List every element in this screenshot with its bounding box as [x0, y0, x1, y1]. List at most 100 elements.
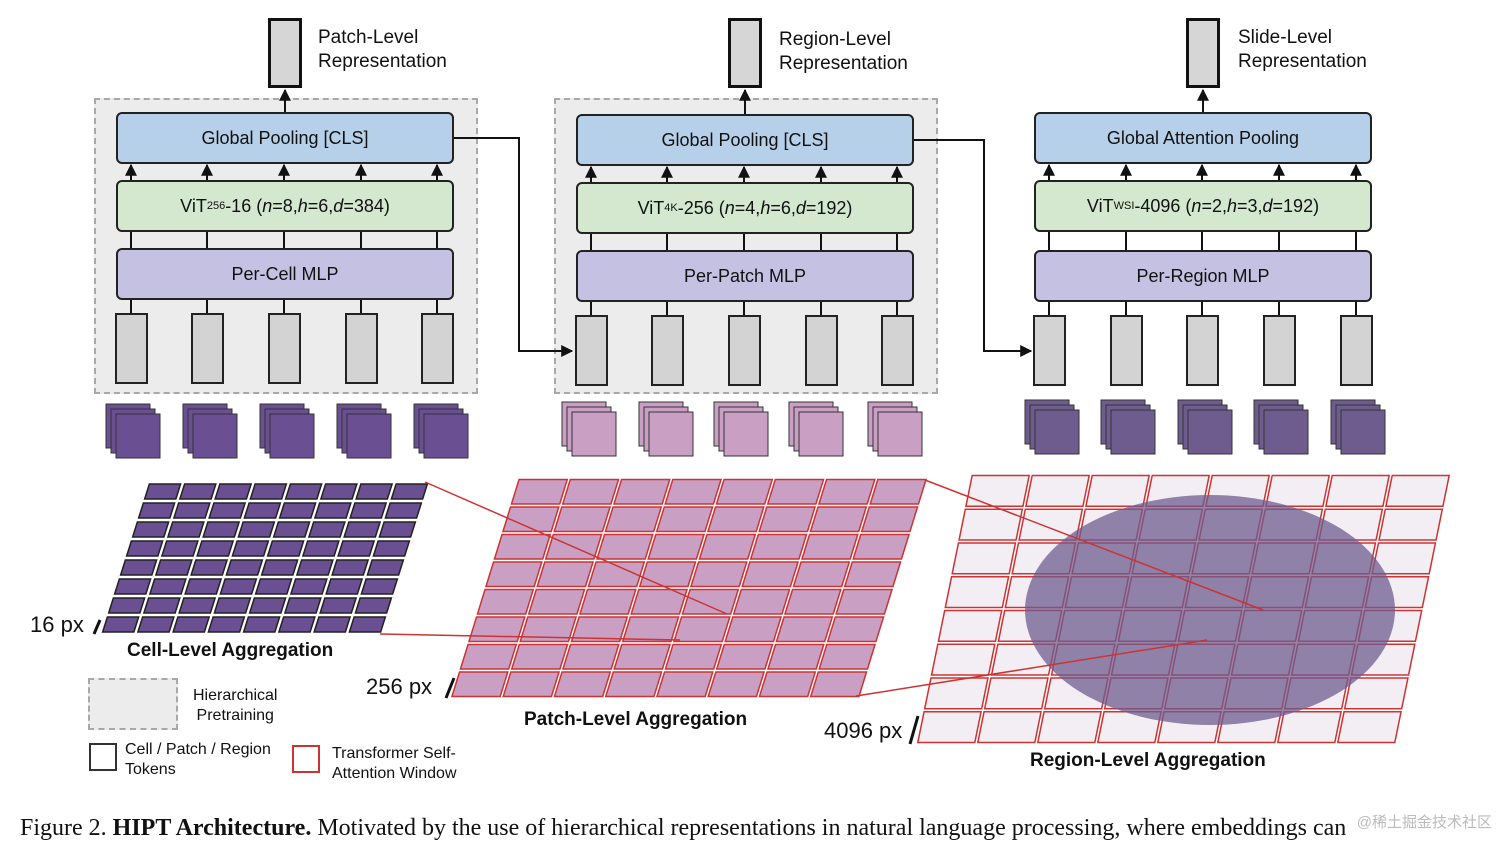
patch-grid-tile — [707, 671, 766, 698]
patch-grid-tile — [595, 533, 654, 560]
per-patch-mlp: Per-Patch MLP — [576, 250, 914, 302]
region-grid-tile — [916, 711, 982, 744]
region-token — [1263, 315, 1296, 386]
patch-grid-tile — [476, 588, 535, 615]
cell-grid-tile — [343, 521, 382, 538]
cell-grid-tile — [213, 597, 252, 614]
patch-grid-tile — [655, 506, 714, 533]
cell-grid-tile — [325, 578, 364, 595]
patch-token — [575, 315, 608, 386]
patch-grid-tile — [869, 478, 928, 505]
region-grid-tile — [923, 677, 989, 710]
global-pooling-cls-patch: Global Pooling [CLS] — [576, 114, 914, 166]
region-token — [1110, 315, 1143, 386]
patch-grid-tile — [536, 561, 595, 588]
cell-grid-tile — [125, 540, 164, 557]
cell-grid-tile — [289, 578, 328, 595]
patch-grid-tile — [553, 671, 612, 698]
cell-grid-tile — [207, 616, 246, 633]
zoom-connector — [924, 479, 1264, 611]
watermark: @稀土掘金技术社区 — [1356, 814, 1492, 831]
global-attention-pooling: Global Attention Pooling — [1034, 112, 1372, 164]
legend-window-swatch — [292, 745, 320, 773]
cell-grid-tile — [272, 521, 311, 538]
cell-grid-tile — [214, 483, 253, 500]
patch-grid-tile — [578, 588, 637, 615]
region-level-representation-output — [728, 18, 762, 88]
cell-grid-tile — [366, 559, 405, 576]
patch-grid-tile — [826, 616, 885, 643]
cell-token — [268, 313, 301, 384]
cell-grid-tile — [278, 502, 317, 519]
region-grid-tile — [1343, 677, 1409, 710]
scale-256px-label: 256 px — [366, 674, 433, 699]
cell-grid-tile — [384, 502, 423, 519]
patch-grid-tile — [689, 561, 748, 588]
patch-grid-tile — [484, 561, 543, 588]
global-pooling-cls-cell: Global Pooling [CLS] — [116, 112, 454, 164]
scale-16px-tick — [92, 619, 102, 635]
region-grid-tile — [983, 677, 1049, 710]
patch-grid-tile — [758, 671, 817, 698]
patch-token — [728, 315, 761, 386]
patch-grid-tile — [510, 478, 569, 505]
patch-grid-tile — [510, 643, 569, 670]
cell-grid-tile — [301, 540, 340, 557]
cell-token — [115, 313, 148, 384]
patch-grid-tile — [809, 671, 868, 698]
cell-grid-tile — [319, 483, 358, 500]
patch-grid-tile — [527, 588, 586, 615]
patch-grid-tile — [715, 478, 774, 505]
patch-grid-tile — [698, 533, 757, 560]
patch-grid-tile — [741, 561, 800, 588]
cell-grid-tile — [166, 521, 205, 538]
cell-grid-tile — [225, 559, 264, 576]
cell-grid-tile — [313, 616, 352, 633]
cell-grid-tile — [248, 597, 287, 614]
patch-grid-tile — [775, 616, 834, 643]
slide-level-representation-output — [1186, 18, 1220, 88]
patch-level-representation-output — [268, 18, 302, 88]
cell-grid-tile — [196, 540, 235, 557]
region-grid-tile — [951, 542, 1017, 575]
scale-4096px-tick — [908, 715, 920, 745]
patch-grid-tile — [706, 506, 765, 533]
cell-image-stack — [423, 413, 469, 459]
region-grid-tile — [1325, 474, 1391, 507]
patch-grid-tile — [843, 561, 902, 588]
cell-grid-tile — [242, 616, 281, 633]
region-grid-tile — [937, 609, 1003, 642]
region-image-stack — [1263, 409, 1309, 455]
cell-image-stack — [115, 413, 161, 459]
region-grid-tile — [944, 576, 1010, 609]
patch-grid-tile — [459, 643, 518, 670]
region-image-stack — [1034, 409, 1080, 455]
patch-grid-tile — [835, 588, 894, 615]
patch-grid-tile — [766, 478, 825, 505]
patch-token — [881, 315, 914, 386]
patch-grid-tile — [852, 533, 911, 560]
patch-grid-tile — [638, 561, 697, 588]
patch-grid-tile — [612, 478, 671, 505]
patch-token — [805, 315, 838, 386]
patch-grid-tile — [715, 643, 774, 670]
cell-grid-tile — [119, 559, 158, 576]
patch-grid-tile — [450, 671, 509, 698]
patch-image-stack — [571, 411, 617, 457]
cell-grid-tile — [172, 502, 211, 519]
cell-grid-tile — [295, 559, 334, 576]
patch-grid-tile — [800, 533, 859, 560]
patch-grid-tile — [664, 643, 723, 670]
patch-grid-tile — [570, 616, 629, 643]
patch-grid-tile — [613, 643, 672, 670]
region-grid-tile — [1276, 711, 1342, 744]
cell-grid-tile — [137, 502, 176, 519]
patch-grid-tile — [561, 643, 620, 670]
cell-grid-tile — [283, 597, 322, 614]
patch-grid-tile — [604, 506, 663, 533]
region-grid-tile — [958, 508, 1024, 541]
